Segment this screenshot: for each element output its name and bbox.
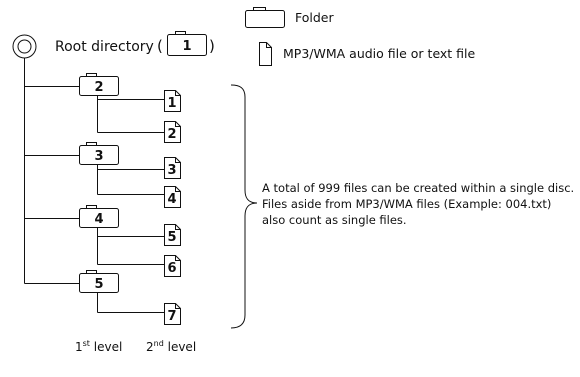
root-folder-number: 1	[182, 39, 191, 54]
file-number-5: 5	[167, 230, 176, 245]
root-open-paren: (	[157, 37, 163, 55]
file-number-6: 6	[167, 261, 176, 276]
brace	[230, 84, 258, 329]
first-level-label: 1st level	[75, 339, 123, 354]
second-level-label: 2nd level	[146, 339, 197, 354]
file-number-7: 7	[167, 309, 176, 324]
file-number-2: 2	[167, 127, 176, 142]
folder-icon-4	[79, 205, 119, 228]
folder-icon-2	[79, 73, 119, 96]
note-line-1: A total of 999 files can be created with…	[262, 181, 575, 195]
file-number-1: 1	[167, 96, 176, 111]
legend-file-icon	[259, 42, 272, 66]
file-icon-1	[164, 90, 181, 112]
root-disc-icon	[12, 34, 37, 59]
file-icon-2	[164, 121, 181, 143]
file-number-3: 3	[167, 163, 176, 178]
file-number-4: 4	[167, 192, 176, 207]
folder-number-2: 2	[94, 80, 103, 95]
folder-number-4: 4	[94, 212, 103, 227]
file-icon-6	[164, 255, 181, 277]
root-close-paren: )	[209, 37, 215, 55]
file-icon-7	[164, 303, 181, 325]
tree-lines	[24, 58, 164, 313]
folder-icon-3	[79, 142, 119, 165]
legend-folder-label: Folder	[295, 10, 334, 25]
legend-file-label: MP3/WMA audio file or text file	[283, 46, 476, 61]
file-icon-5	[164, 224, 181, 246]
note-line-2: Files aside from MP3/WMA files (Example:…	[262, 197, 552, 211]
root-folder-icon	[167, 31, 207, 56]
file-icon-3	[164, 157, 181, 179]
file-count-note: A total of 999 files can be created with…	[262, 180, 574, 228]
legend-folder-icon	[245, 7, 285, 28]
file-icon-4	[164, 186, 181, 208]
root-directory-label: Root directory	[55, 39, 154, 55]
note-line-3: also count as single files.	[262, 213, 407, 227]
folder-number-3: 3	[94, 149, 103, 164]
folder-icon-5	[79, 270, 119, 293]
folder-number-5: 5	[94, 277, 103, 292]
